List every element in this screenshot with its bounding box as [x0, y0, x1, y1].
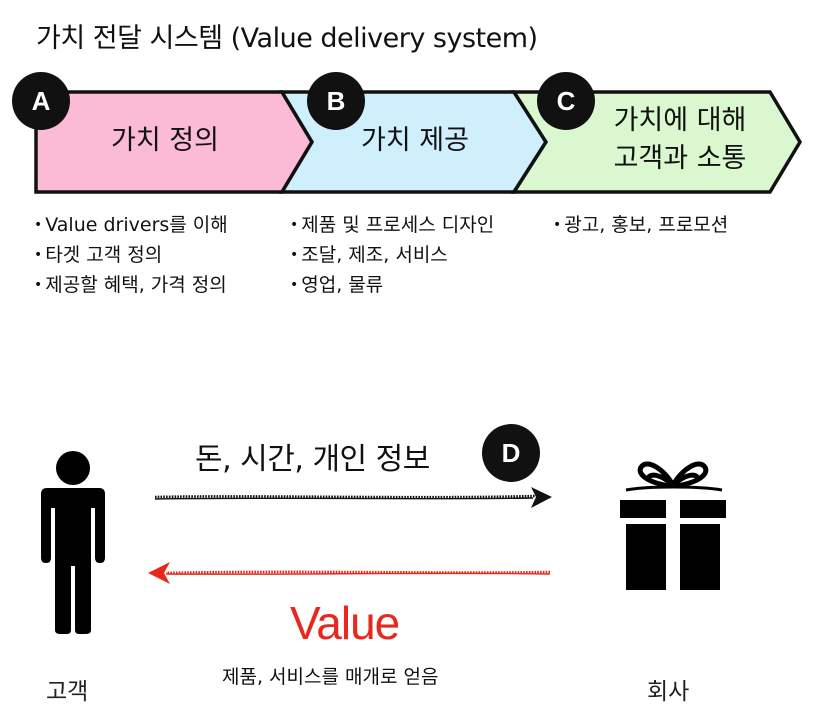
stage-b-badge: B — [307, 72, 365, 130]
stage-d-badge: D — [482, 424, 540, 482]
bullet-item: 타겟 고객 정의 — [34, 240, 228, 270]
arrow-to-customer — [148, 562, 551, 584]
bullet-item: 광고, 홍보, 프로모션 — [553, 210, 728, 240]
stage-c-bullets: 광고, 홍보, 프로모션 — [553, 210, 728, 240]
bullet-item: Value drivers를 이해 — [34, 210, 228, 240]
value-label: Value — [290, 597, 400, 649]
stage-c-label-line2: 고객과 소통 — [613, 143, 747, 174]
bullet-item: 제품 및 프로세스 디자인 — [290, 210, 494, 240]
diagram-title: 가치 전달 시스템 (Value delivery system) — [36, 23, 538, 54]
payment-label: 돈, 시간, 개인 정보 — [195, 442, 430, 477]
customer-label: 고객 — [46, 679, 89, 705]
bullet-item: 조달, 제조, 서비스 — [290, 240, 494, 270]
bullet-item: 영업, 물류 — [290, 270, 494, 300]
stage-a-bullets: Value drivers를 이해 타겟 고객 정의 제공할 혜택, 가격 정의 — [34, 210, 228, 300]
person-icon — [41, 451, 105, 634]
stage-b-label: 가치 제공 — [361, 125, 469, 156]
value-description: 제품, 서비스를 매개로 얻음 — [222, 666, 439, 688]
stage-a-label: 가치 정의 — [111, 125, 219, 156]
stage-a-badge: A — [12, 72, 70, 130]
gift-box-icon — [620, 461, 726, 590]
bullet-item: 제공할 혜택, 가격 정의 — [34, 270, 228, 300]
arrow-to-company — [154, 487, 552, 508]
stage-c-badge: C — [537, 72, 595, 130]
stage-c-label-line1: 가치에 대해 — [613, 105, 747, 136]
stage-b-bullets: 제품 및 프로세스 디자인 조달, 제조, 서비스 영업, 물류 — [290, 210, 494, 300]
company-label: 회사 — [647, 679, 690, 705]
stage-c-label: 가치에 대해 고객과 소통 — [575, 102, 785, 178]
